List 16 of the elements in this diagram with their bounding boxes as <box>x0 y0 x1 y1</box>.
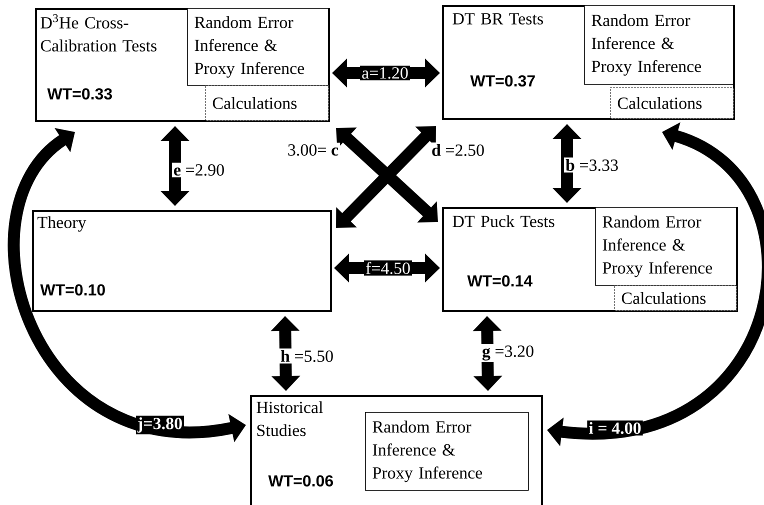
edge-label: 3.00= c <box>286 142 340 158</box>
test-box: Theory WT=0.10 <box>32 210 332 312</box>
edge-label: g =3.20 <box>480 344 536 362</box>
edge-label: e =2.90 <box>172 162 226 178</box>
edge-label: d =2.50 <box>430 142 486 158</box>
edge-label: b =3.33 <box>564 157 620 172</box>
calculations-box: Calculations <box>614 285 737 311</box>
calculations-box: Calculations <box>205 85 329 121</box>
edge-label: j=3.80 <box>136 416 184 434</box>
inference-box: Random Error Inference & Proxy Inference <box>365 412 529 491</box>
edge-label: i = 4.00 <box>587 420 643 436</box>
edge-label: h =5.50 <box>278 348 336 364</box>
inference-box: Random Error Inference & Proxy Inference <box>584 5 734 85</box>
edge-label: a=1.20 <box>360 66 410 80</box>
edge-label: f=4.50 <box>364 260 412 276</box>
calculations-box: Calculations <box>610 87 734 119</box>
